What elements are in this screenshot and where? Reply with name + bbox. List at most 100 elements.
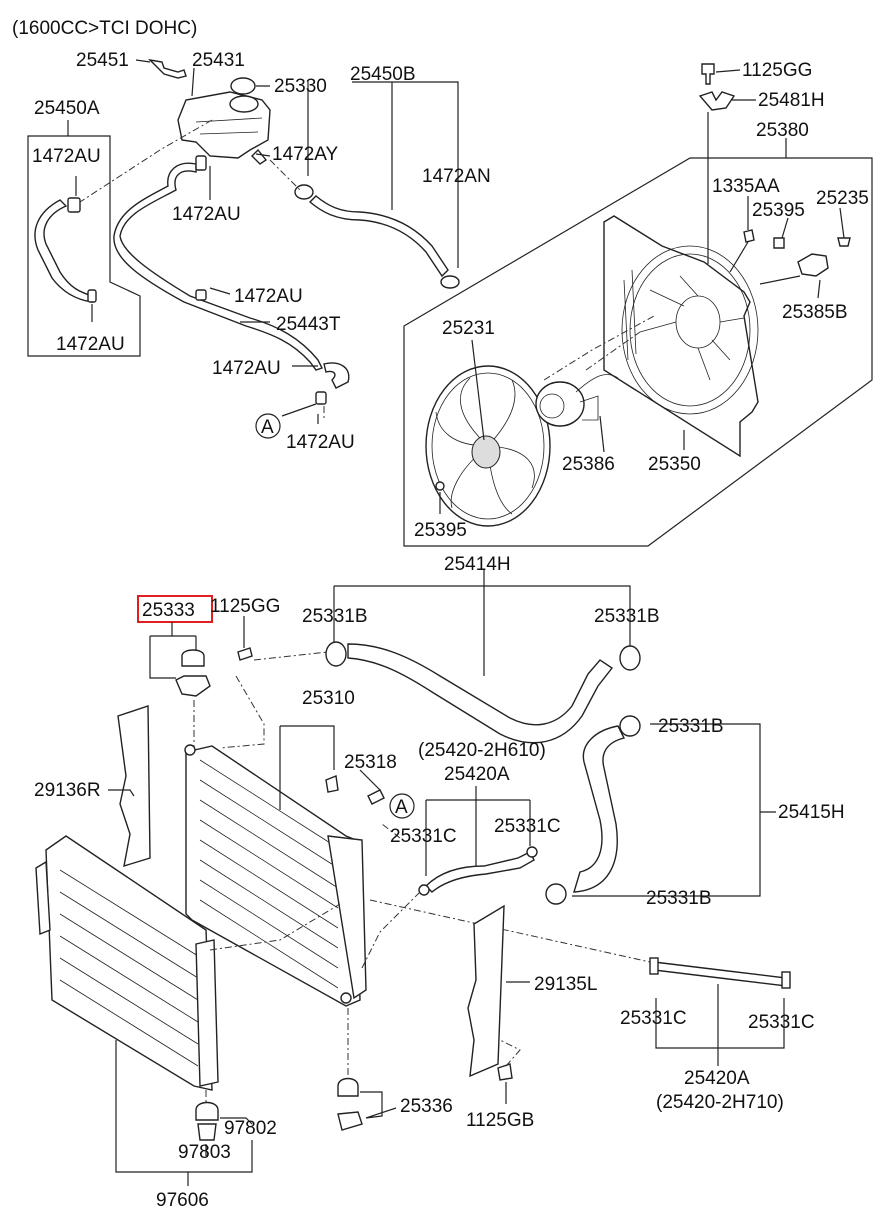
label-25231: 25231 [442,318,495,339]
label-25481H: 25481H [758,90,825,111]
label-1335AA: 1335AA [712,176,780,197]
label-97802: 97802 [224,1118,277,1139]
insulator-25336-upper [337,1077,359,1097]
label-25318: 25318 [344,752,397,773]
label-25333: 25333 [142,600,195,621]
bypass-hose-lower-group [369,899,791,1066]
label-25415H: 25415H [778,802,845,823]
hose-25450A [34,199,93,303]
callout-circle-A-mid [389,793,415,819]
label-25380: 25380 [756,120,809,141]
label-25331C-lower-left: 25331C [620,1008,687,1029]
air-guard-29136R [117,705,151,868]
fan-assembly-outline [403,157,873,547]
lower-hose-25415H-group [545,715,776,905]
reservoir-group [147,58,271,165]
lower-hose-25415H [573,725,626,893]
label-25350: 25350 [648,454,701,475]
label-25331B-left: 25331B [302,606,368,627]
hose-25450B-group [294,81,460,289]
label-25450A: 25450A [34,98,100,119]
label-25336: 25336 [400,1096,453,1117]
hose-25443T-group [113,155,350,405]
mount-97802 [195,1101,219,1121]
label-1472AU-hoseA-bottom: 1472AU [56,334,125,355]
radiator-cap-25333 [181,649,205,667]
label-25420-2H610: (25420-2H610) [418,740,546,761]
label-25386: 25386 [562,454,615,475]
hose-25450B [308,195,449,278]
callout-circle-A-top [255,413,281,439]
label-25331B-lower-top: 25331B [658,716,724,737]
clip-1335AA [743,229,755,243]
label-25420-2H710: (25420-2H710) [656,1092,784,1113]
label-25395-top: 25395 [752,200,805,221]
radiator-core [185,745,361,1007]
label-25235: 25235 [816,188,869,209]
fan-assembly-group [403,63,873,547]
bypass-hose-25420A-upper [425,851,535,893]
label-25331C-upper-right: 25331C [494,816,561,837]
callout-A-top: A [261,417,274,438]
radiator-25310 [184,725,385,1007]
label-97803: 97803 [178,1142,231,1163]
clamp-25331B-d [545,883,567,905]
resistor-25385B [797,253,829,277]
screw-25395-top [773,237,785,249]
bracket-25481H [698,91,736,111]
label-1472AY: 1472AY [272,144,339,165]
label-25451: 25451 [76,50,129,71]
label-25431: 25431 [192,50,245,71]
bypass-hose-25420A-lower [653,961,787,987]
label-1472AU-reservoir: 1472AU [172,204,241,225]
label-25331C-upper-left: 25331C [390,826,457,847]
label-1472AU-hose-mid: 1472AU [234,286,303,307]
screw-25395-bottom [435,481,445,491]
clamp-25331C-d [781,971,791,989]
callout-A-mid: A [395,797,408,818]
reservoir-cap-25330 [230,77,256,95]
label-1472AU-hoseA-top: 1472AU [32,146,101,167]
label-97606: 97606 [156,1190,209,1211]
clamp-25331B-b [619,645,641,671]
bolt-1125GG-mid [237,647,253,661]
clamp-25331C-a [418,884,430,896]
mount-97803 [197,1123,217,1141]
upper-hose-25414H [347,643,614,744]
radiator-cap-group [137,595,329,749]
upper-hose-25414H-group [325,570,641,744]
label-1125GB: 1125GB [466,1110,534,1131]
label-25331C-lower-right: 25331C [748,1012,815,1033]
label-25331B-right: 25331B [594,606,660,627]
label-25395-bottom: 25395 [414,520,467,541]
label-29135L: 29135L [534,974,597,995]
label-1472AU-hose-end: 1472AU [212,358,281,379]
air-guard-29135L [467,904,505,1078]
label-1125GG-top: 1125GG [742,60,812,81]
highlight-box-25333 [137,595,213,623]
hose-25443T [113,162,323,371]
bolt-1125GB [497,1063,513,1081]
label-25450B: 25450B [350,64,416,85]
connector-25235 [837,237,851,247]
clamp-25331B-a [325,641,347,667]
hose-25450A-group [27,120,141,357]
condenser-97606 [35,835,341,1091]
bypass-hose-upper-group [361,786,538,969]
engine-spec-title: (1600CC>TCI DOHC) [12,18,197,39]
clamp-25331C-b [526,846,538,858]
label-25385B: 25385B [782,302,848,323]
fan-motor-25386 [535,381,585,427]
screw-25451-shape [147,58,187,79]
label-29136R: 29136R [34,780,101,801]
clamp-25331B-c [619,715,641,737]
label-25310: 25310 [302,688,355,709]
label-25443T: 25443T [276,314,341,335]
label-25420A-bottom: 25420A [684,1068,750,1089]
label-1472AU-A: 1472AU [286,432,355,453]
label-25414H: 25414H [444,554,511,575]
label-25331B-lower-bottom: 25331B [646,888,712,909]
clamp-25331C-c [649,957,659,975]
label-1125GG-mid: 1125GG [210,596,280,617]
